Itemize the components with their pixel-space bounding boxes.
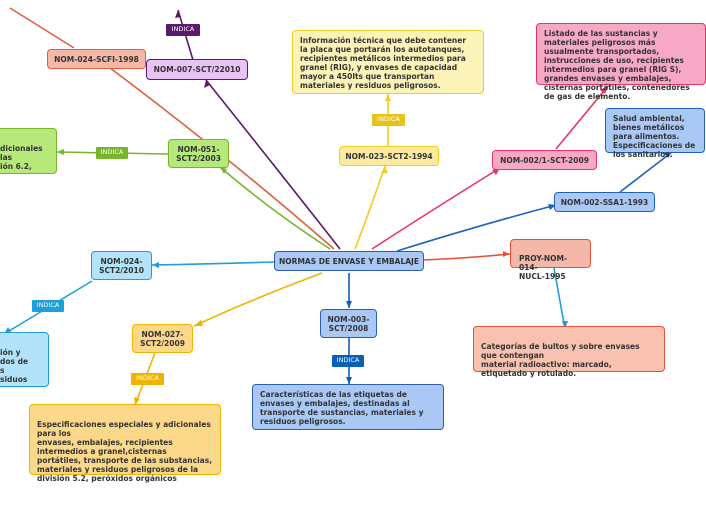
- edge-root-nom027: [193, 272, 323, 327]
- nom007-node[interactable]: NOM-007-SCT/22010: [146, 59, 248, 80]
- edge-root-proy: [423, 253, 511, 261]
- edge-root-nom002-1: [371, 167, 501, 250]
- nom023-desc: Información técnica que debe contener la…: [292, 30, 484, 94]
- edge-nom024scfi-top: [9, 7, 75, 49]
- nom002ssa-desc-text: Salud ambiental, bienes metálicos para a…: [613, 114, 696, 159]
- tag-nom003: INDICA: [332, 355, 364, 367]
- nom024sct-label: NOM-024- SCT2/2010: [99, 256, 144, 275]
- proy-desc: Categorías de bultos y sobre envases que…: [473, 326, 665, 378]
- nom027-label: NOM-027- SCT2/2009: [140, 329, 185, 348]
- tag-nom007: INDICA: [166, 24, 200, 36]
- nom023-node[interactable]: NOM-023-SCT2-1994: [339, 146, 439, 166]
- nom002-1-desc: Listado de las sustancias y materiales p…: [536, 23, 706, 101]
- nom024scfi-node[interactable]: NOM-024-SCFI-1998: [47, 49, 146, 69]
- root-node[interactable]: NORMAS DE ENVASE Y EMBALAJE: [274, 251, 424, 271]
- nom002-1-node[interactable]: NOM-002/1-SCT-2009: [492, 150, 597, 170]
- nom024sct-desc: ión y dos de s siduos: [0, 332, 49, 387]
- edge-root-nom051: [219, 166, 331, 250]
- nom002-1-desc-text: Listado de las sustancias y materiales p…: [544, 29, 690, 101]
- nom023-desc-text: Información técnica que debe contener la…: [300, 36, 467, 90]
- nom051-desc: dicionales las ión 6.2,: [0, 128, 57, 174]
- nom003-desc: Características de las etiquetas de enva…: [252, 384, 444, 430]
- nom027-desc: Especificaciones especiales y adicionale…: [29, 404, 221, 483]
- nom002ssa-node[interactable]: NOM-002-SSA1-1993: [554, 192, 655, 212]
- nom051-node[interactable]: NOM-051- SCT2/2003: [168, 139, 229, 168]
- nom002ssa-desc: Salud ambiental, bienes metálicos para a…: [605, 108, 705, 159]
- root-label: NORMAS DE ENVASE Y EMBALAJE: [279, 256, 419, 266]
- nom003-label: NOM-003- SCT/2008: [327, 314, 370, 333]
- nom024sct-desc-text: ión y dos de s siduos: [0, 348, 29, 384]
- tag-nom027: INDICA: [131, 373, 164, 385]
- edge-root-nom002ssa: [396, 204, 557, 252]
- nom002ssa-label: NOM-002-SSA1-1993: [560, 197, 649, 207]
- nom003-node[interactable]: NOM-003- SCT/2008: [320, 309, 377, 338]
- nom027-desc-text: Especificaciones especiales y adicionale…: [37, 420, 213, 483]
- edge-root-nom007: [205, 79, 341, 250]
- proy-desc-text: Categorías de bultos y sobre envases que…: [481, 342, 640, 378]
- nom024sct-node[interactable]: NOM-024- SCT2/2010: [91, 251, 152, 280]
- nom023-label: NOM-023-SCT2-1994: [345, 151, 433, 161]
- edge-root-nom024sct: [151, 261, 275, 266]
- nom002-1-label: NOM-002/1-SCT-2009: [500, 155, 589, 165]
- nom024scfi-label: NOM-024-SCFI-1998: [54, 54, 139, 64]
- proy-label: PROY-NOM-014- NUCL-1995: [519, 254, 568, 281]
- tag-nom023: INDICA: [372, 114, 405, 126]
- edge-proy-desc: [553, 267, 566, 330]
- nom027-node[interactable]: NOM-027- SCT2/2009: [132, 324, 193, 353]
- edge-nom002ssa-desc: [619, 151, 673, 193]
- edge-root-nom023: [354, 165, 386, 250]
- proy-node[interactable]: PROY-NOM-014- NUCL-1995: [510, 239, 591, 281]
- nom007-label: NOM-007-SCT/22010: [153, 65, 241, 74]
- tag-nom024: INDICA: [32, 300, 64, 312]
- nom051-label: NOM-051- SCT2/2003: [176, 144, 221, 163]
- tag-nom051: INDICA: [96, 147, 128, 159]
- nom051-desc-text: dicionales las ión 6.2,: [0, 144, 43, 171]
- nom003-desc-text: Características de las etiquetas de enva…: [260, 390, 424, 426]
- edge-nom002-1-desc: [555, 85, 609, 150]
